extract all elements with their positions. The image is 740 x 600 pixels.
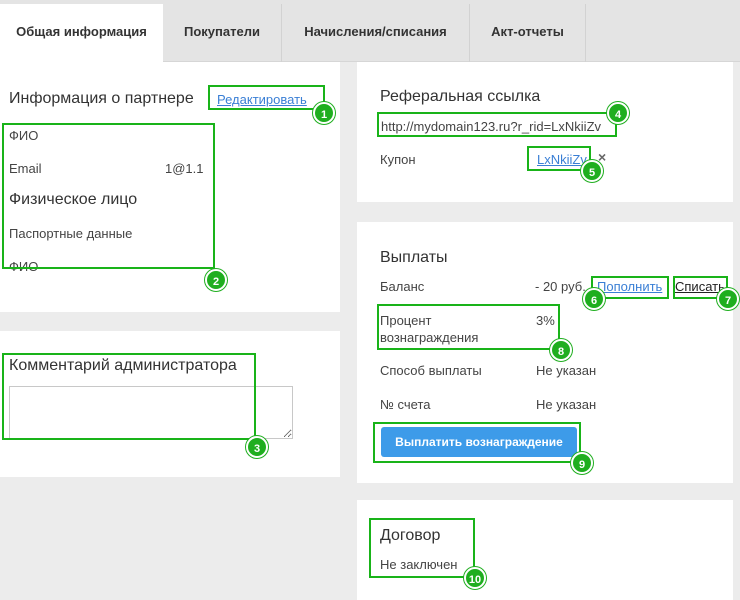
tab-buyers[interactable]: Покупатели [163,4,282,62]
badge-6: 6 [583,288,605,310]
percent-label-1: Процент [380,313,432,328]
tab-general-info[interactable]: Общая информация [0,4,163,63]
contract-title: Договор [380,527,441,544]
percent-label-2: вознаграждения [380,330,479,345]
highlight-box-2 [2,123,215,269]
writeoff-link[interactable]: Списать [675,279,725,294]
tab-reports[interactable]: Акт-отчеты [470,4,586,62]
highlight-box-9 [373,422,581,463]
badge-5: 5 [581,160,603,182]
account-value: Не указан [536,397,597,412]
highlight-box-3 [2,353,256,440]
badge-3: 3 [246,436,268,458]
coupon-link[interactable]: LxNkiiZv [537,152,587,167]
admin-comment-textarea[interactable] [9,386,293,439]
pay-reward-button[interactable]: Выплатить вознаграждение [381,427,577,457]
badge-4: 4 [607,102,629,124]
coupon-label: Купон [380,152,416,167]
email-value: 1@1.1 [165,161,204,176]
badge-7: 7 [717,288,739,310]
referral-title: Реферальная ссылка [380,88,541,105]
fio-label: ФИО [9,128,39,143]
payouts-title: Выплаты [380,249,448,266]
badge-2: 2 [205,269,227,291]
partner-info-title: Информация о партнере [9,90,194,107]
fio-label-2: ФИО [9,259,39,274]
badge-8: 8 [550,339,572,361]
highlight-box-7 [673,276,728,299]
tab-accruals[interactable]: Начисления/списания [282,4,470,62]
payment-method-value: Не указан [536,363,597,378]
remove-coupon-icon[interactable]: × [598,149,607,165]
highlight-box-5 [527,146,591,171]
contract-card: Договор Не заключен [357,500,733,600]
topup-link[interactable]: Пополнить [597,279,663,294]
admin-comment-title: Комментарий администратора [9,357,237,374]
referral-link[interactable]: http://mydomain123.ru?r_rid=LxNkiiZv [381,119,602,134]
badge-10: 10 [464,567,486,589]
highlight-box-4 [377,112,617,137]
highlight-box-6 [591,276,669,299]
passport-label: Паспортные данные [9,226,133,241]
balance-label: Баланс [380,279,425,294]
partner-info-card: Информация о партнере Редактировать ФИО … [0,62,340,312]
badge-1: 1 [313,102,335,124]
highlight-box-10 [369,518,475,578]
contract-status: Не заключен [380,557,458,572]
referral-card: Реферальная ссылка http://mydomain123.ru… [357,62,733,202]
highlight-box-8 [377,304,560,350]
payouts-card: Выплаты Баланс - 20 руб. Пополнить Списа… [357,222,733,483]
tab-bar: Общая информация Покупатели Начисления/с… [0,0,740,63]
admin-comment-card: Комментарий администратора [0,331,340,477]
badge-9: 9 [571,452,593,474]
edit-partner-link[interactable]: Редактировать [217,92,307,107]
balance-value: - 20 руб. [535,279,586,294]
account-label: № счета [380,397,431,412]
payment-method-label: Способ выплаты [380,363,482,378]
percent-value: 3% [536,313,555,328]
person-type: Физическое лицо [9,191,138,208]
highlight-box-1 [208,85,325,110]
email-label: Email [9,161,42,176]
